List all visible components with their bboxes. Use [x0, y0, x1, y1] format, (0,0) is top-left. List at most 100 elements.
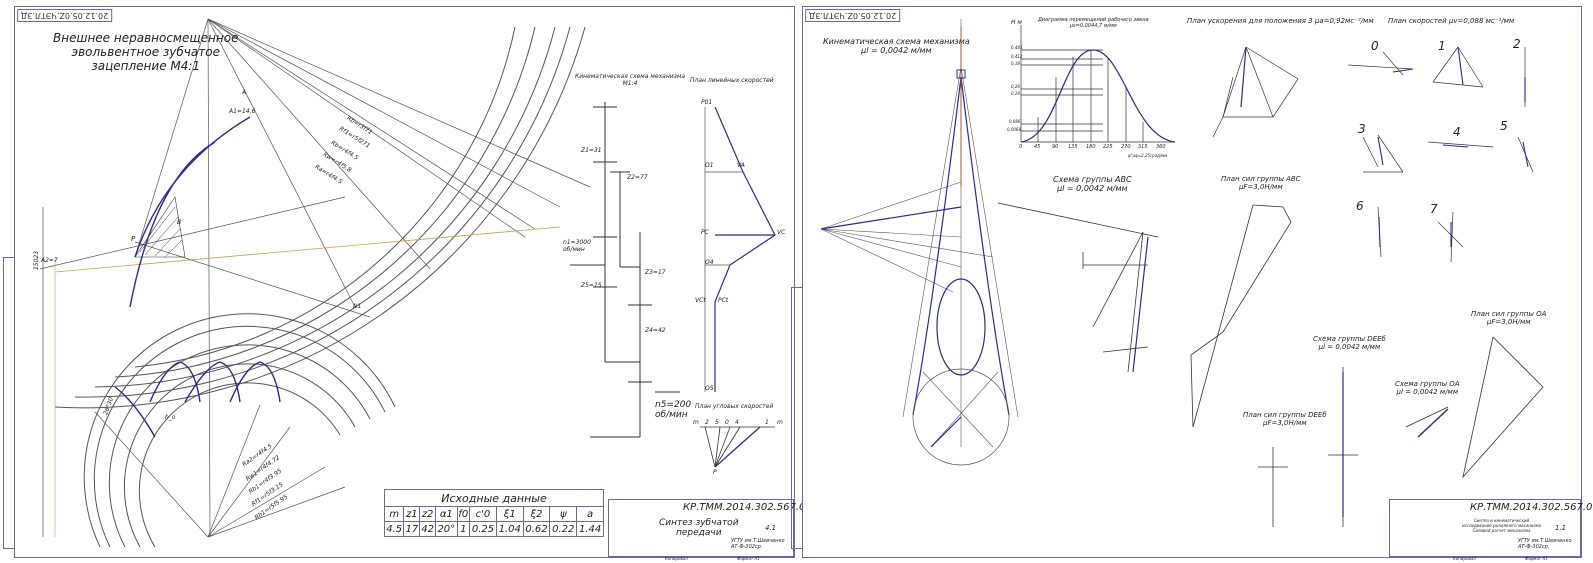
speed-label: VA [737, 162, 745, 169]
speed-plan-title: План скоростей μv=0,088 мс⁻¹/мм [1388, 17, 1515, 25]
y-tick: 0,086 [1009, 119, 1021, 124]
point-label: A1=14,6 [229, 108, 256, 115]
source-value: 0.25 [469, 521, 497, 537]
y-tick: 0,412 [1011, 54, 1023, 59]
source-value: 4.5 [383, 521, 405, 537]
gear-label: Z2=77 [627, 174, 648, 181]
y-tick: 0,0068 [1007, 127, 1021, 132]
x-tick: 315 [1138, 144, 1148, 150]
drawing-name-line: Силовой расчет механизма [1472, 528, 1531, 533]
title-line-2: эвольвентное зубчатое [71, 45, 220, 59]
displacement-scale: μs=0,0044,7 м/мм [1069, 23, 1117, 29]
kinematic-title-line: Кинематическая схема механизма [575, 73, 686, 80]
output-speed-unit: об/мин [655, 410, 688, 420]
footer-format: Формат А1 [737, 556, 760, 561]
y-tick: 0,26 [1011, 84, 1020, 89]
source-value: 0.62 [522, 521, 551, 537]
drawing-name-line: исследование рычажного механизма [1462, 523, 1542, 528]
organization-line: УГТУ им.Т.Шевченко [1518, 538, 1572, 544]
side-strip [791, 287, 803, 549]
organization: УГТУ им.Т.Шевченко АТ-Ф-302ср. [1518, 538, 1572, 550]
motor-speed-value: n1=3000 [563, 239, 591, 246]
source-value: 42 [419, 521, 437, 537]
speed-position-label: 3 [1358, 122, 1366, 136]
organization-line: АТ-Ф-302ср. [731, 544, 763, 550]
source-data-title: Исходные данные [384, 489, 604, 507]
point-label: A [242, 89, 247, 96]
source-value: 0.22 [549, 521, 578, 537]
speed-label: VC [777, 229, 786, 236]
group-deeb-title-line: Схема группы DEEб [1313, 335, 1386, 343]
source-header: z1 [403, 506, 421, 522]
dimension-label: 15023 [33, 250, 41, 271]
x-tick: 45 [1034, 144, 1041, 150]
x-tick: 180 [1086, 144, 1096, 150]
angular-label: 0 [725, 419, 729, 426]
source-header: ξ2 [522, 506, 551, 522]
source-value: 20° [435, 521, 458, 537]
gear-label: Z5=15 [581, 282, 602, 289]
point-label: B [177, 219, 182, 226]
mechanism-title: Кинематическая схема механизма μl = 0,00… [823, 37, 970, 55]
speed-label: P01 [701, 99, 713, 106]
title-line-3: зацепление М4:1 [91, 59, 201, 73]
point-label: P [131, 235, 136, 243]
displacement-title: Диаграмма перемещений рабочего звена μs=… [1038, 17, 1149, 29]
source-value: 1 [456, 521, 471, 537]
y-axis-label: H м [1011, 19, 1022, 26]
source-value: 17 [403, 521, 421, 537]
group-oa-title: Схема группы ОА μl = 0,0042 м/мм [1395, 380, 1460, 396]
speed-label: PC [701, 229, 709, 236]
speed-label: PCt [718, 297, 729, 304]
speed-position-label: 0 [1371, 39, 1379, 53]
drawing-code: КР.ТММ.2014.302.567.02 [683, 502, 812, 513]
drawing-name-line: Синтез зубчатой [659, 518, 739, 528]
y-tick: 0,38 [1011, 61, 1020, 66]
speed-position-label: 2 [1513, 37, 1521, 51]
drawing-title: Внешнее неравносмещенное эвольвентное зу… [53, 31, 238, 73]
linear-speed-plan-title: План линейных скоростей [690, 77, 774, 84]
mechanism-title-line: Кинематическая схема механизма [823, 37, 970, 46]
output-speed: n5=200 об/мин [655, 400, 691, 420]
source-value: 1.04 [495, 521, 524, 537]
source-header: z2 [419, 506, 437, 522]
x-tick: 225 [1103, 144, 1113, 150]
drawing-name: Синтез зубчатой передачи [659, 518, 739, 538]
gear-label: Z4=42 [645, 327, 666, 334]
group-deeb-title: Схема группы DEEб μl = 0,0042 м/мм [1313, 335, 1386, 351]
title-block: КР.ТММ.2014.302.567.01 Синтез и кинемати… [1389, 499, 1593, 557]
force-oa-title: План сил группы ОА μF=3,0Н/мм [1471, 310, 1546, 326]
drawing-name: Синтез и кинематический исследование рыч… [1462, 518, 1541, 533]
source-header: m [383, 506, 405, 522]
drawing-name-line: Синтез и кинематический [1473, 518, 1530, 523]
angular-label: 5 [715, 419, 719, 426]
group-oa-scale: μl = 0,0042 м/мм [1396, 388, 1459, 396]
force-abc-scale: μF=3,0Н/мм [1238, 183, 1283, 191]
drawing-sheet-linkage-analysis: 20.12.05.0Z.ЧЭТЛ.ЗД [791, 6, 1593, 561]
x-tick: 135 [1068, 144, 1078, 150]
force-oa-scale: μF=3,0Н/мм [1486, 318, 1531, 326]
force-deeb-title-line: План сил группы DEEб [1243, 411, 1327, 419]
angular-label: 2 [705, 419, 709, 426]
source-value: 1.44 [576, 521, 604, 537]
motor-speed-unit: об/мин [563, 246, 585, 253]
dimension-label: h_o [165, 414, 176, 421]
speed-label: O5 [705, 385, 714, 392]
angular-speed-plan-title: План угловых скоростей [695, 403, 774, 410]
force-abc-title-line: План сил группы АВС [1221, 175, 1301, 183]
angular-label: P [713, 469, 717, 476]
group-abc-title: Схема группы АВС μl = 0,0042 м/мм [1053, 175, 1132, 193]
source-header: ξ1 [495, 506, 524, 522]
mechanism-scale: μl = 0,0042 м/мм [861, 46, 932, 55]
x-tick: 0 [1019, 144, 1023, 150]
kinematic-title: Кинематическая схема механизма М1:4 [575, 73, 685, 87]
acceleration-plan-title: План ускорения для положения 3 μa=0,92мс… [1187, 17, 1374, 25]
force-oa-title-line: План сил группы ОА [1471, 310, 1547, 318]
speed-label: O4 [705, 259, 714, 266]
force-deeb-scale: μF=3,0Н/мм [1262, 419, 1307, 427]
x-tick: 90 [1052, 144, 1059, 150]
displacement-title-line: Диаграмма перемещений рабочего звена [1038, 17, 1149, 23]
speed-position-label: 6 [1356, 199, 1364, 213]
point-label: A2=7 [41, 257, 58, 264]
force-abc-title: План сил группы АВС μF=3,0Н/мм [1221, 175, 1301, 191]
